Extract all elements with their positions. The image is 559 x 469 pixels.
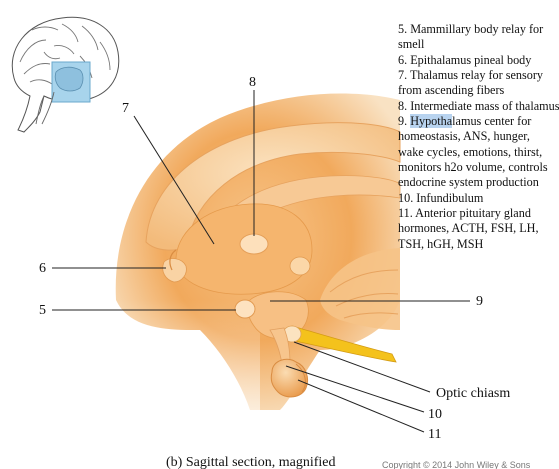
note-line: smell	[398, 37, 425, 52]
note-line: 11. Anterior pituitary gland	[398, 206, 531, 221]
note-line: 10. Infundibulum	[398, 190, 484, 205]
note-line: endocrine system production	[398, 175, 539, 190]
note-line-hypothalamus: 9. Hypothalamus center for	[398, 114, 558, 129]
note-line: 8. Intermediate mass of thalamus	[398, 98, 559, 113]
optic-chiasm	[289, 325, 397, 363]
note-prefix: 9.	[398, 114, 411, 129]
note-suffix: lamus center for	[452, 114, 532, 129]
pineal-body	[162, 258, 187, 283]
label-7: 7	[122, 101, 129, 116]
label-11: 11	[428, 427, 441, 442]
copyright-notice: Copyright © 2014 John Wiley & Sons	[382, 460, 531, 469]
note-line: from ascending fibers	[398, 83, 505, 98]
hypothalamus-diagram: 8 7 6 5 9 Optic chiasm 10 11 (b) Sagitta…	[11, 16, 531, 469]
note-line: 7. Thalamus relay for sensory	[398, 68, 543, 83]
mammillary-body	[234, 299, 256, 319]
pituitary-gland	[270, 358, 309, 398]
note-line: wake cycles, emotions, thirst,	[398, 144, 543, 159]
label-9: 9	[476, 294, 483, 309]
note-line: hormones, ACTH, FSH, LH,	[398, 221, 539, 236]
annotation-notes: 5. Mammillary body relay for smell 6. Ep…	[398, 22, 559, 252]
sagittal-section	[100, 93, 401, 469]
intermediate-mass	[239, 233, 269, 255]
figure-caption: (b) Sagittal section, magnified	[166, 455, 336, 469]
leader-lines	[52, 90, 470, 433]
note-line: 5. Mammillary body relay for	[398, 22, 544, 36]
label-optic-chiasm: Optic chiasm	[436, 386, 510, 401]
note-line: homeostasis, ANS, hunger,	[398, 129, 530, 144]
note-line: 6. Epithalamus pineal body	[398, 52, 532, 67]
note-line: TSH, hGH, MSH	[398, 236, 484, 251]
selected-text-highlight[interactable]: Hypotha	[410, 114, 453, 129]
label-8: 8	[249, 75, 256, 90]
label-6: 6	[39, 261, 46, 276]
label-10: 10	[428, 407, 442, 422]
note-line: monitors h2o volume, controls	[398, 160, 548, 175]
label-5: 5	[39, 303, 46, 318]
inset-brain-thumbnail	[11, 16, 120, 133]
